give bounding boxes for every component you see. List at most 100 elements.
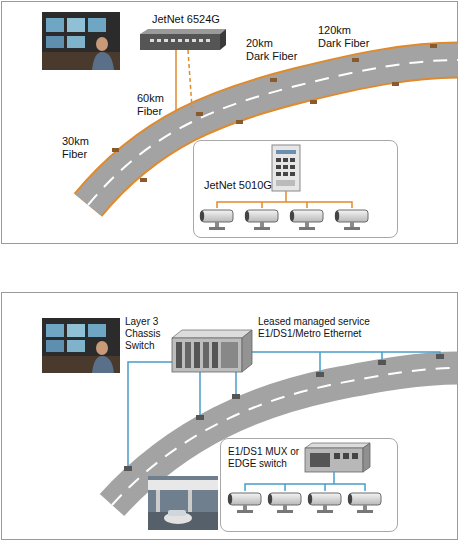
leased-line — [196, 415, 204, 420]
control-room-photo — [67, 324, 85, 337]
control-room-photo — [67, 36, 85, 48]
chassis-switch — [176, 342, 182, 368]
distance-label: 30km Fiber — [62, 135, 98, 161]
leased-line — [242, 352, 440, 356]
camera-wire — [284, 484, 286, 491]
rack-switch — [185, 39, 189, 42]
leased-line — [436, 354, 444, 359]
camera-wire — [245, 472, 365, 491]
din-switch — [276, 158, 281, 162]
fiber-road — [88, 60, 458, 205]
rack-switch — [178, 39, 182, 42]
control-room-photo — [96, 37, 108, 51]
distance-label: 120km Dark Fiber — [318, 24, 372, 50]
camera-wire — [324, 484, 326, 491]
leased-line — [316, 372, 324, 377]
mux-device — [305, 448, 363, 472]
rack-switch — [206, 39, 210, 42]
device-label: Layer 3 Chassis Switch — [125, 316, 169, 352]
toll-booth-photo — [168, 510, 186, 516]
fiber-road — [310, 100, 317, 104]
control-room-photo — [42, 318, 120, 373]
camera-icon — [228, 493, 381, 513]
chassis-switch — [194, 342, 200, 368]
control-room-photo — [67, 18, 85, 32]
leased-line — [235, 372, 237, 397]
chassis-switch — [242, 330, 252, 372]
camera-wire — [217, 202, 352, 208]
rack-switch — [192, 39, 196, 42]
leased-line — [128, 362, 172, 469]
rack-switch — [140, 34, 220, 50]
distance-label: 60km Fiber — [137, 92, 173, 118]
din-switch — [276, 172, 281, 176]
control-room-photo — [42, 318, 120, 373]
control-room-photo — [96, 341, 108, 355]
chassis-switch — [172, 330, 252, 372]
mux-device — [363, 443, 370, 472]
camera-icon — [245, 210, 278, 230]
toll-booth-photo — [156, 490, 160, 512]
fiber-road — [430, 44, 437, 48]
fiber-road — [236, 120, 243, 124]
din-switch — [272, 145, 300, 191]
control-room-photo — [88, 324, 106, 337]
distance-label: 20km Dark Fiber — [246, 37, 298, 63]
control-room-photo — [46, 36, 64, 48]
fiber-road — [270, 78, 277, 82]
control-room-photo — [92, 356, 114, 373]
din-switch — [272, 145, 300, 191]
leased-line — [319, 352, 321, 374]
camera-wire — [217, 191, 352, 208]
uplink-line — [176, 50, 192, 110]
leased-line — [124, 466, 132, 471]
rack-switch — [164, 39, 168, 42]
fiber-road — [196, 112, 203, 116]
device-label: E1/DS1 MUX or EDGE switch — [228, 446, 308, 470]
rack-switch — [171, 39, 175, 42]
rack-switch — [157, 39, 161, 42]
uplink-line — [175, 50, 177, 110]
chassis-switch — [203, 342, 209, 368]
camera-wire — [261, 202, 263, 208]
din-switch — [276, 150, 296, 154]
din-switch — [283, 158, 288, 162]
din-switch — [276, 165, 281, 169]
mux-device — [305, 443, 370, 472]
fiber-road — [112, 148, 119, 152]
switch-label-node: JetNet 6524G — [136, 12, 228, 52]
mux-device — [334, 453, 340, 459]
panel-frame — [2, 293, 458, 540]
service-road — [112, 368, 458, 505]
control-room-photo — [42, 356, 120, 373]
chassis-switch — [212, 342, 218, 368]
mux-device — [310, 453, 330, 467]
rack-switch — [140, 29, 226, 50]
fiber-road — [392, 82, 399, 86]
fiber-road — [88, 60, 458, 205]
chassis-switch — [172, 338, 242, 372]
control-room-photo — [46, 340, 64, 352]
panel-frame — [2, 2, 458, 244]
din-switch — [283, 172, 288, 176]
toll-booth-photo — [188, 490, 192, 512]
fiber-road — [88, 44, 458, 205]
fiber-road — [352, 58, 359, 62]
leased-line — [232, 394, 240, 399]
leased-line — [199, 372, 201, 418]
leased-line — [378, 360, 386, 365]
mux-device — [343, 453, 349, 459]
rack-switch — [140, 29, 226, 34]
control-room-photo — [67, 340, 85, 352]
camera-icon — [268, 493, 301, 513]
din-switch — [283, 165, 288, 169]
control-room-photo — [42, 12, 120, 70]
switch-label-node: Layer 3 Chassis Switch — [124, 314, 246, 376]
service-road — [112, 368, 458, 505]
service-road — [112, 368, 458, 505]
control-room-photo — [92, 52, 114, 70]
din-switch — [290, 158, 295, 162]
rack-switch — [220, 29, 226, 50]
camera-icon — [200, 210, 368, 230]
mux-device — [352, 453, 358, 459]
